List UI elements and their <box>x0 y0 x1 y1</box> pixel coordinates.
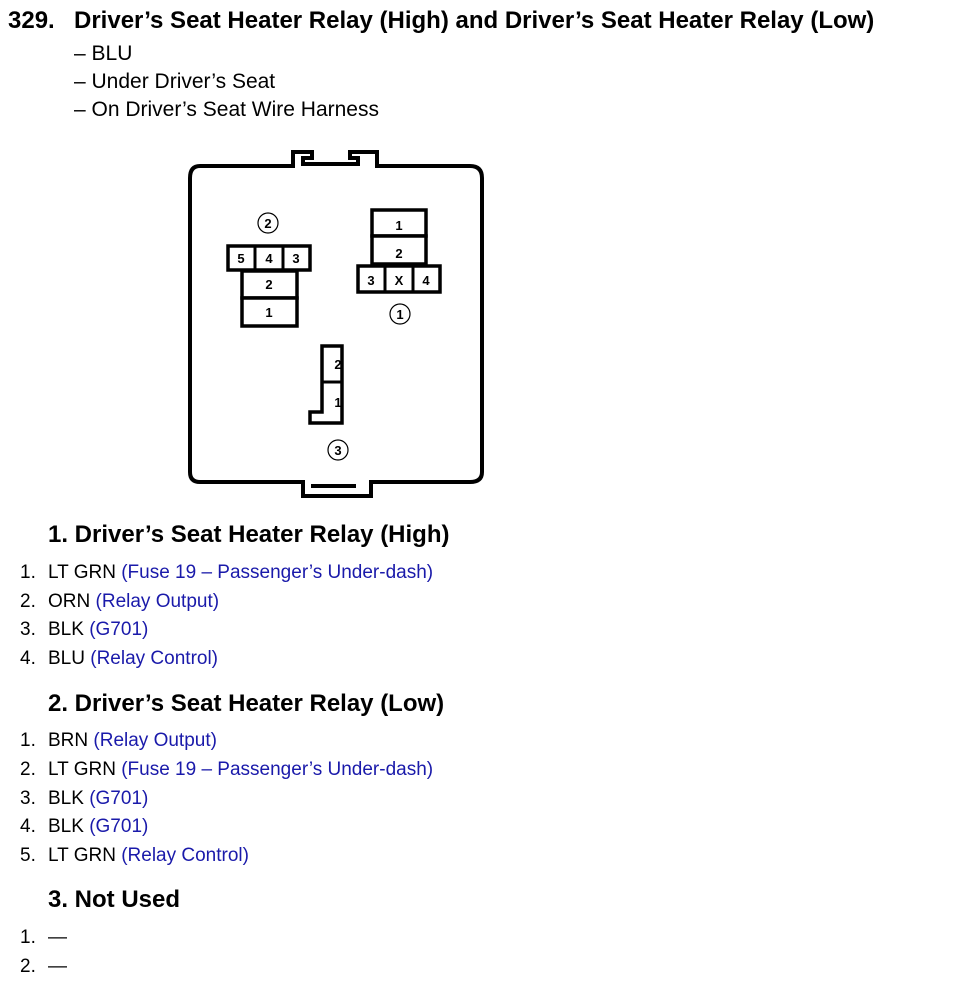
pin-number: 1. <box>20 927 36 948</box>
pin-number: 3. <box>20 788 36 809</box>
connector-3: 2 1 3 <box>308 344 349 461</box>
wire-description: (Relay Output) <box>93 730 217 751</box>
c2-pin: 3 <box>292 251 299 266</box>
section-title: 2. Driver’s Seat Heater Relay (Low) <box>48 690 445 717</box>
c1-pin: 1 <box>395 218 402 233</box>
wire-color: BLK <box>48 619 84 640</box>
pin-number: 1. <box>20 730 36 751</box>
wire-color: LT GRN <box>48 562 116 583</box>
c1-pin: X <box>395 273 404 288</box>
connector-housing <box>188 150 484 498</box>
wire-color: BLK <box>48 816 84 837</box>
page-title: 329. Driver’s Seat Heater Relay (High) an… <box>8 7 874 35</box>
wire-description: (Fuse 19 – Passenger’s Under-dash) <box>121 562 434 583</box>
wire-description: (Fuse 19 – Passenger’s Under-dash) <box>121 759 434 780</box>
wire-description: (G701) <box>89 816 149 837</box>
pin-number: 1. <box>20 562 36 583</box>
wire-color: LT GRN <box>48 759 116 780</box>
connector-location: – Under Driver’s Seat <box>74 70 276 93</box>
section-title: 3. Not Used <box>48 886 181 913</box>
connector-color: – BLU <box>74 42 133 65</box>
c1-pin: 3 <box>367 273 374 288</box>
c1-callout: 1 <box>396 307 403 322</box>
wire-description: (Relay Control) <box>121 845 249 866</box>
wire-description: (G701) <box>89 619 149 640</box>
section-title: 1. Driver’s Seat Heater Relay (High) <box>48 521 450 548</box>
wire-color: LT GRN <box>48 845 116 866</box>
c2-pin: 4 <box>265 251 273 266</box>
item-title: Driver’s Seat Heater Relay (High) and Dr… <box>74 7 875 34</box>
connector-harness: – On Driver’s Seat Wire Harness <box>74 98 379 121</box>
connector-diagram: 1 2 3 X 4 1 2 5 4 3 2 1 2 1 3 <box>188 150 484 498</box>
item-number: 329. <box>8 7 55 34</box>
connector-1: 1 2 3 X 4 1 <box>356 208 442 325</box>
c2-pin: 5 <box>237 251 244 266</box>
pin-number: 3. <box>20 619 36 640</box>
pin-number: 4. <box>20 816 36 837</box>
pin-number: 2. <box>20 956 36 977</box>
wire-color: — <box>48 927 67 948</box>
pin-number: 4. <box>20 648 36 669</box>
c2-pin: 1 <box>265 305 272 320</box>
wire-color: BLK <box>48 788 84 809</box>
c1-pin: 2 <box>395 246 402 261</box>
c3-pin: 1 <box>334 395 341 410</box>
c2-callout: 2 <box>264 216 271 231</box>
connector-2: 2 5 4 3 2 1 <box>226 212 312 328</box>
wire-description: (Relay Output) <box>95 591 220 612</box>
wire-color: — <box>48 956 67 977</box>
wire-description: (G701) <box>89 788 149 809</box>
c3-pin: 2 <box>334 357 341 372</box>
c3-callout: 3 <box>334 443 341 458</box>
wire-color: BRN <box>48 730 89 751</box>
wire-description: (Relay Control) <box>90 648 219 669</box>
wire-color: ORN <box>48 591 91 612</box>
pin-number: 2. <box>20 591 36 612</box>
pin-number: 2. <box>20 759 36 780</box>
c2-pin: 2 <box>265 277 272 292</box>
pin-number: 5. <box>20 845 36 866</box>
wire-color: BLU <box>48 648 85 669</box>
c1-pin: 4 <box>422 273 430 288</box>
